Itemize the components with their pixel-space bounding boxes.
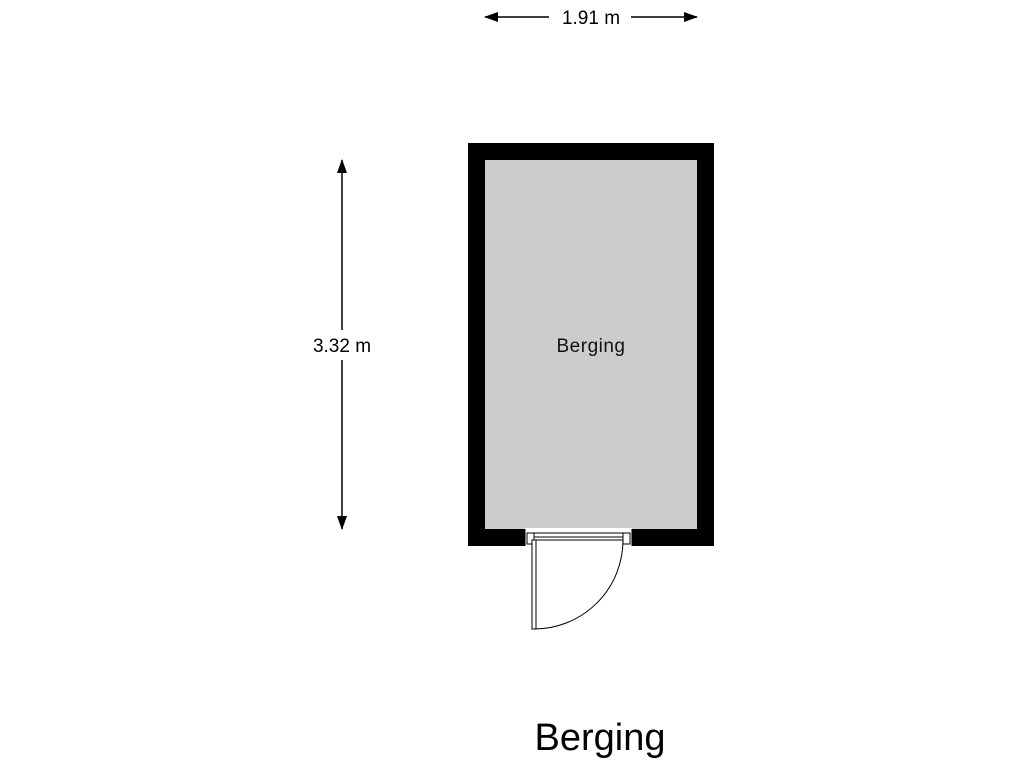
width-dimension: 1.91 m [484, 8, 698, 29]
door-swing-arc [533, 539, 624, 630]
room-floor [485, 160, 697, 529]
door-leaf [531, 539, 537, 630]
width-dimension-label: 1.91 m [562, 8, 620, 29]
depth-dimension-label: 3.32 m [313, 336, 371, 357]
plan-title: Berging [535, 717, 666, 759]
room-label: Berging [557, 336, 626, 357]
door-stop-right [622, 532, 631, 545]
door-frame [526, 532, 631, 538]
door-stop-left [526, 532, 535, 545]
depth-dimension: 3.32 m [313, 159, 371, 530]
room-berging: Berging [468, 143, 714, 630]
